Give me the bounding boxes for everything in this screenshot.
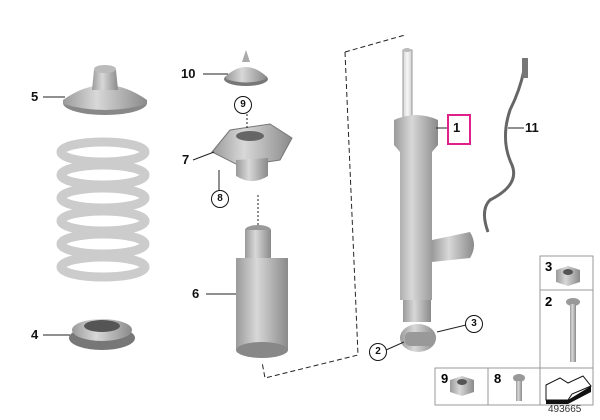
arrow-symbol-icon [545, 375, 592, 404]
parts-table [434, 255, 594, 406]
part-6-dust-boot [236, 195, 288, 358]
callout-7: 7 [182, 152, 190, 167]
diagram-number: 493665 [548, 404, 582, 415]
callout-10: 10 [181, 66, 196, 81]
callout-9: 9 [234, 96, 252, 114]
table-label-8: 8 [494, 371, 502, 386]
part-10-cap [224, 50, 268, 86]
callout-4: 4 [31, 327, 39, 342]
leader-lines [43, 73, 524, 336]
part-1-shock-absorber [385, 48, 474, 352]
callout-1: 1 [453, 120, 461, 135]
callout-11: 11 [525, 120, 539, 135]
callout-5: 5 [31, 89, 39, 104]
part-7-strut-mount [211, 114, 293, 181]
part-5-spring-pad [63, 65, 147, 115]
table-label-9: 9 [441, 371, 449, 386]
bolt-icon-8 [513, 374, 525, 401]
part-spring [56, 137, 150, 282]
callout-3: 3 [465, 315, 483, 333]
callout-8: 8 [211, 190, 229, 208]
assembly-dashed-line [261, 34, 406, 379]
nut-icon-3 [556, 266, 580, 286]
nut-icon-9 [450, 376, 474, 396]
part-11-sensor-cable [483, 69, 526, 233]
callout-2: 2 [369, 343, 387, 361]
bolt-icon-2 [566, 298, 580, 362]
highlight-box [447, 114, 471, 145]
table-label-3: 3 [545, 259, 553, 274]
callout-6: 6 [192, 286, 200, 301]
table-label-2: 2 [545, 294, 553, 309]
part-4-lower-spring-seat [69, 319, 135, 350]
